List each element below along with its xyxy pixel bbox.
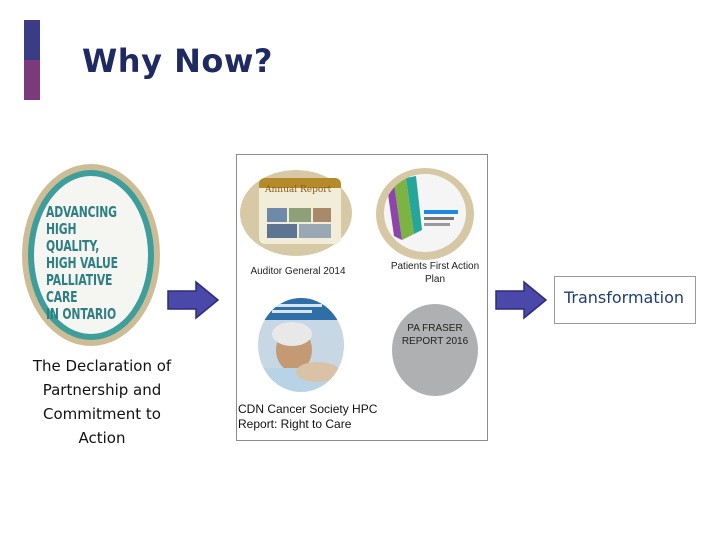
slide-title: Why Now? <box>82 42 273 80</box>
transformation-label: Transformation <box>563 288 685 307</box>
left-report-cover-title: ADVANCING HIGH QUALITY, HIGH VALUE PALLI… <box>46 203 118 323</box>
patient-photo-icon <box>258 298 344 392</box>
cancer-society-caption: CDN Cancer Society HPC Report: Right to … <box>238 402 378 431</box>
accent-bar-bottom <box>24 60 40 100</box>
auditor-cover-text: Annual Report <box>265 185 332 195</box>
transformation-box <box>554 276 696 324</box>
cancer-society-report-image <box>258 298 344 392</box>
auditor-report-cover: Annual Report <box>259 178 341 244</box>
patients-first-caption: Patients First Action Plan <box>390 261 480 285</box>
fraser-report-circle <box>392 304 478 396</box>
fraser-report-label: PA FRASER REPORT 2016 <box>401 323 469 347</box>
patients-first-cover-art <box>388 176 458 240</box>
left-report-cover <box>34 176 148 334</box>
declaration-caption: The Declaration of Partnership and Commi… <box>32 357 172 447</box>
patients-first-cover <box>384 174 466 252</box>
accent-bar-top <box>24 20 40 60</box>
auditor-general-caption: Auditor General 2014 <box>250 266 346 277</box>
right-arrow-icon <box>495 280 548 320</box>
right-arrow-icon <box>167 280 220 320</box>
